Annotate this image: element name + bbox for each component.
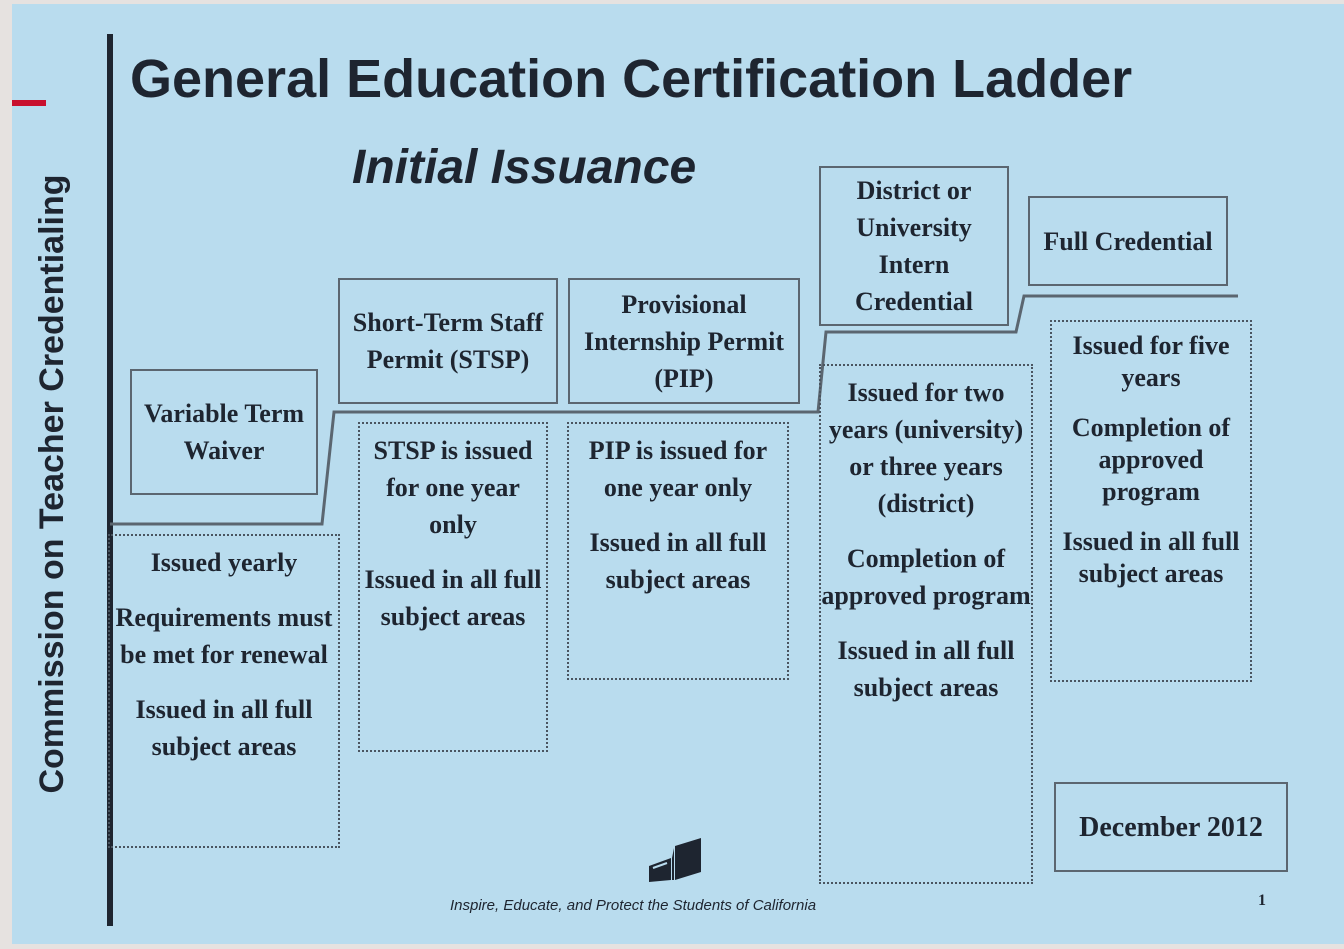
vertical-rule (107, 34, 113, 926)
footer-tagline: Inspire, Educate, and Protect the Studen… (450, 897, 817, 914)
detail-text: Completion of approved program (821, 544, 1031, 610)
step-label: Full Credential (1043, 226, 1213, 256)
detail-box-pip: PIP is issued for one year only Issued i… (567, 422, 789, 680)
detail-text: Issued for five years (1072, 331, 1230, 392)
detail-text: Completion of approved program (1071, 413, 1231, 506)
step-box-pip: Provisional Internship Permit (PIP) (568, 278, 800, 404)
detail-text: Issued in all full subject areas (135, 695, 313, 761)
slide-subtitle: Initial Issuance (352, 141, 697, 194)
step-box-full-credential: Full Credential (1028, 196, 1228, 286)
accent-bar (12, 100, 46, 106)
detail-text: Issued in all full subject areas (837, 636, 1015, 702)
staircase-line (110, 294, 1238, 526)
step-label: Short-Term Staff Permit (STSP) (352, 308, 544, 374)
page-number: 1 (1258, 892, 1266, 909)
step-label: Provisional Internship Permit (PIP) (583, 289, 785, 393)
detail-box-intern-credential: Issued for two years (university) or thr… (819, 364, 1033, 884)
step-box-stsp: Short-Term Staff Permit (STSP) (338, 278, 558, 404)
detail-text: STSP is issued for one year only (373, 436, 533, 539)
detail-text: Issued in all full subject areas (364, 565, 542, 631)
detail-text: Issued yearly (150, 548, 298, 577)
detail-text: Issued in all full subject areas (589, 528, 767, 594)
date-label: December 2012 (1079, 811, 1263, 843)
open-book-icon (649, 838, 701, 882)
detail-text: Requirements must be met for renewal (115, 603, 333, 669)
detail-text: PIP is issued for one year only (588, 436, 768, 502)
step-box-variable-term-waiver: Variable Term Waiver (130, 369, 318, 495)
step-box-intern-credential: District or University Intern Credential (819, 166, 1009, 326)
detail-text: Issued in all full subject areas (1062, 527, 1240, 588)
step-label: Variable Term Waiver (143, 399, 305, 465)
step-label: District or University Intern Credential (855, 176, 973, 316)
date-box: December 2012 (1054, 782, 1288, 872)
detail-text: Issued for two years (university) or thr… (828, 378, 1024, 518)
slide: Commission on Teacher Credentialing Gene… (12, 4, 1344, 944)
detail-box-stsp: STSP is issued for one year only Issued … (358, 422, 548, 752)
detail-box-variable-term-waiver: Issued yearly Requirements must be met f… (108, 534, 340, 848)
slide-title: General Education Certification Ladder (130, 49, 1133, 109)
detail-box-full-credential: Issued for five years Completion of appr… (1050, 320, 1252, 682)
